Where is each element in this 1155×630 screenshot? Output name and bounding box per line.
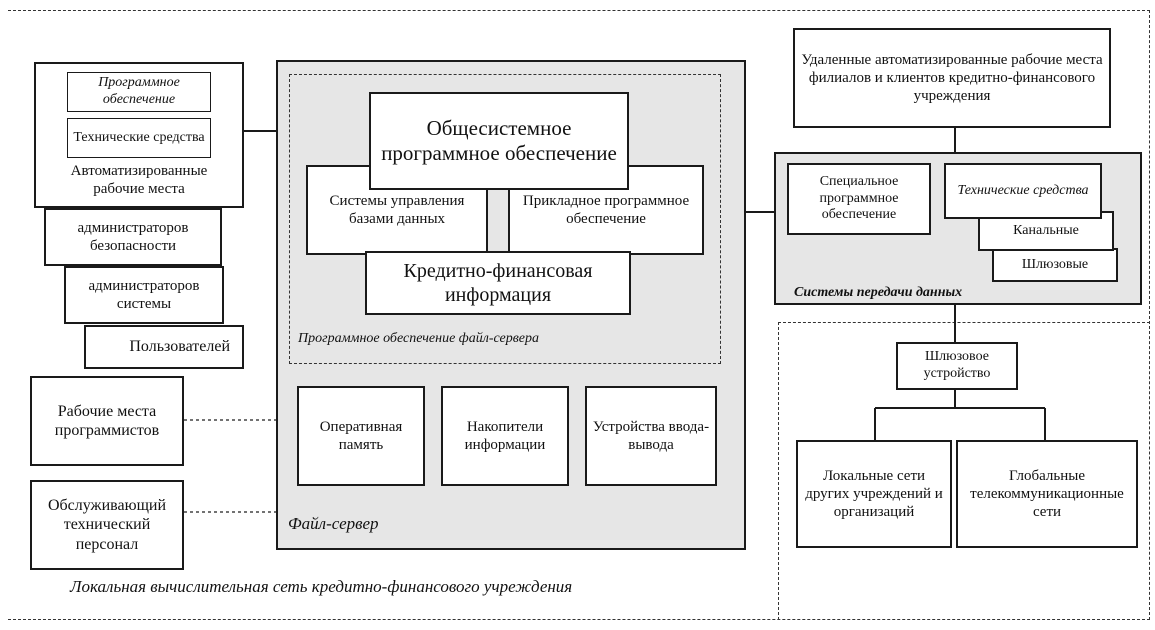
remote-arm-box: Удаленные автоматизированные рабочие мес… (793, 28, 1111, 128)
tech-staff-box: Обслуживающий технический персонал (30, 480, 184, 570)
file-server-sw-label: Программное обеспечение файл-сервера (298, 331, 540, 346)
gateway-means-box: Шлюзовые (992, 248, 1118, 282)
storage-box: Накопители информации (441, 386, 569, 486)
arm-users-box: Пользователей (84, 325, 244, 369)
gateway-device-label: Шлюзовое устройство (923, 349, 991, 381)
tech-staff-label: Обслуживающий технический персонал (47, 497, 167, 553)
arm-admin-system-label: администраторов системы (88, 278, 200, 312)
lan-frame (8, 10, 1150, 620)
local-nets-box: Локальные сети других учреждений и орган… (796, 440, 952, 548)
local-nets-label: Локальные сети других учреждений и орган… (805, 468, 943, 520)
special-sw-label: Специальное программное обеспечение (819, 173, 899, 223)
external-region-frame (778, 322, 1150, 620)
arm-admin-security-label: администраторов безопасности (77, 220, 189, 254)
channel-means-label: Канальные (1013, 222, 1079, 238)
app-sw-label: Прикладное программное обеспечение (522, 193, 690, 227)
arm-admin-security-box: администраторов безопасности (44, 208, 222, 266)
tech-means-box: Технические средства (944, 163, 1102, 219)
arm-admin-system-box: администраторов системы (64, 266, 224, 324)
arm-title: Автоматизированные рабочие места (70, 163, 208, 197)
programmers-label: Рабочие места программистов (54, 402, 160, 439)
fin-info-label: Кредитно-финансовая информация (403, 260, 593, 306)
system-sw-box: Общесистемное программное обеспечение (369, 92, 629, 190)
io-label: Устройства ввода-вывода (592, 419, 710, 453)
ram-box: Оперативная память (297, 386, 425, 486)
dbms-label: Системы управления базами данных (329, 193, 465, 227)
tech-means-label: Технические средства (957, 182, 1089, 198)
gateway-device-box: Шлюзовое устройство (896, 342, 1018, 390)
storage-label: Накопители информации (464, 419, 546, 453)
arm-hardware-box: Технические средства (67, 118, 211, 158)
programmers-box: Рабочие места программистов (30, 376, 184, 466)
arm-hardware-label: Технические средства (73, 129, 205, 145)
remote-arm-label: Удаленные автоматизированные рабочие мес… (801, 52, 1103, 104)
file-server-software-frame (289, 74, 721, 364)
arm-software-box: Программное обеспечение (67, 72, 211, 112)
io-box: Устройства ввода-вывода (585, 386, 717, 486)
transmission-label: Системы передачи данных (794, 285, 963, 300)
system-sw-label: Общесистемное программное обеспечение (381, 115, 617, 165)
file-server-label: Файл-сервер (288, 514, 379, 533)
global-nets-box: Глобальные телекоммуникационные сети (956, 440, 1138, 548)
arm-software-label: Программное обеспечение (98, 75, 180, 107)
global-nets-label: Глобальные телекоммуникационные сети (970, 468, 1124, 520)
fin-info-box: Кредитно-финансовая информация (365, 251, 631, 315)
gateway-means-label: Шлюзовые (1021, 256, 1089, 272)
ram-label: Оперативная память (319, 419, 403, 453)
arm-users-label: Пользователей (129, 338, 230, 356)
lan-label: Локальная вычислительная сеть кредитно-ф… (70, 577, 573, 596)
arm-box: Программное обеспечение Технические сред… (34, 62, 244, 208)
special-sw-box: Специальное программное обеспечение (787, 163, 931, 235)
